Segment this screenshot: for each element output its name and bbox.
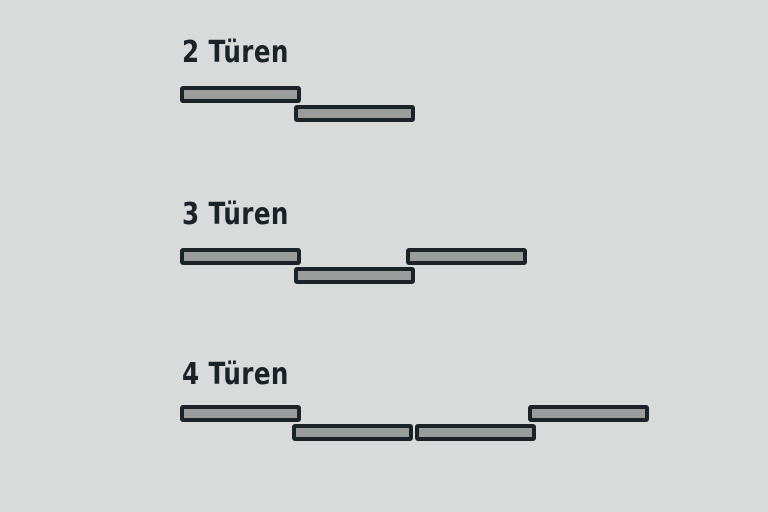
door-panel-back: [294, 267, 415, 284]
door-panel-front: [180, 248, 301, 265]
door-panel-front: [180, 86, 301, 103]
door-panel-front: [528, 405, 649, 422]
door-panel-back: [294, 105, 415, 122]
door-panel-back: [292, 424, 413, 441]
door-panel-back: [415, 424, 536, 441]
door-panel-front: [180, 405, 301, 422]
door-panel-front: [406, 248, 527, 265]
group-label: 3 Türen: [182, 197, 289, 232]
group-label: 4 Türen: [182, 357, 289, 392]
group-label: 2 Türen: [182, 35, 289, 70]
